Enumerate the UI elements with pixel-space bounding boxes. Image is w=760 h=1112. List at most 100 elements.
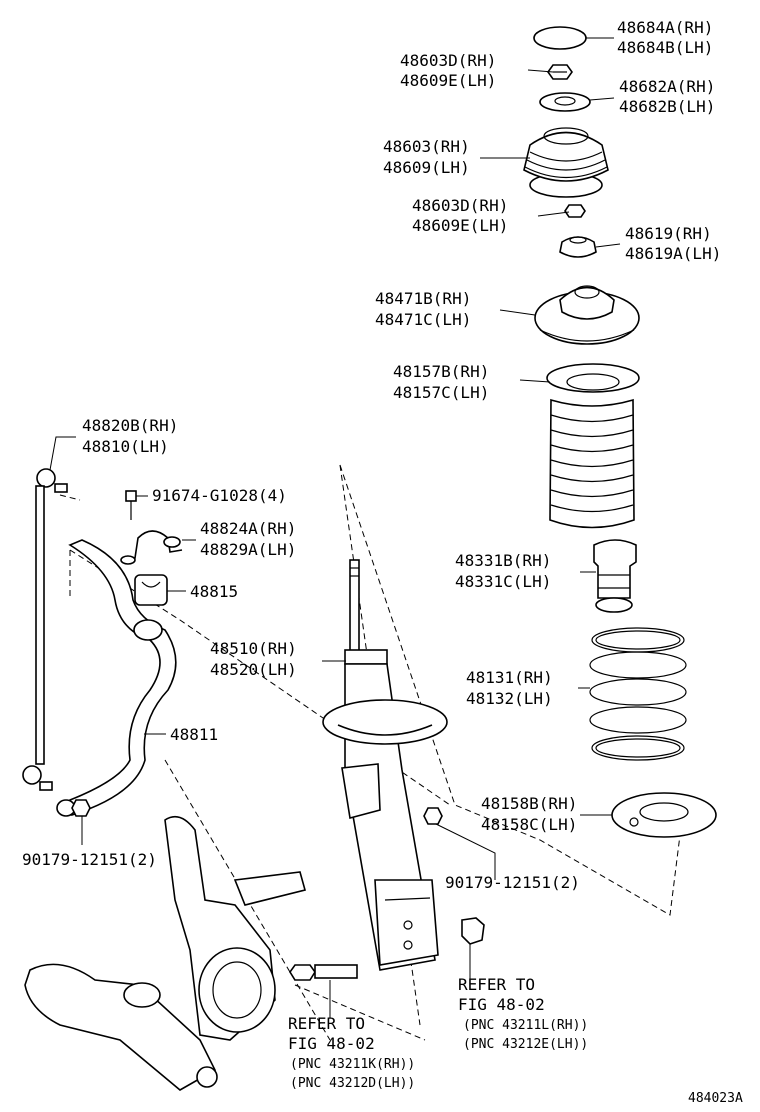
nut-90179-right[interactable] (423, 807, 443, 825)
svg-text:FIG 48-02: FIG 48-02 (458, 995, 545, 1014)
callout-48684: 48684A(RH) 48684B(LH) (617, 18, 713, 57)
callout-48131: 48131(RH) 48132(LH) (466, 668, 553, 708)
callout-line: 90179-12151(2) (445, 873, 580, 892)
spring-seat-48471[interactable] (534, 285, 640, 345)
knuckle-bolt (289, 964, 358, 981)
ref-line: REFER TO (288, 1014, 365, 1033)
figure-id-text: 484023A (688, 1091, 743, 1106)
svg-text:48510(RH): 48510(RH) (210, 639, 297, 658)
bumper-48619[interactable] (559, 236, 597, 258)
bolt-91674[interactable] (125, 490, 137, 520)
svg-text:48609(LH): 48609(LH) (383, 158, 470, 177)
svg-text:48682A(RH): 48682A(RH) (619, 77, 715, 96)
callout-48471: 48471B(RH) 48471C(LH) (375, 289, 471, 329)
callout-line: 48603D(RH) (412, 196, 508, 215)
callout-48158: 48158B(RH) 48158C(LH) (481, 794, 577, 834)
stabilizer-link-48820[interactable] (22, 468, 68, 791)
callout-line: 48824A(RH) (200, 519, 296, 538)
lock-nut-48603d-lower[interactable] (564, 204, 586, 218)
spring-insulator-48158[interactable] (611, 792, 717, 838)
callout-48820: 48820B(RH) 48810(LH) (82, 416, 178, 456)
bound-stopper-48331[interactable] (593, 539, 637, 613)
callout-91674: 91674-G1028(4) (152, 486, 287, 505)
shock-absorber-48510[interactable] (322, 559, 448, 971)
svg-text:48810(LH): 48810(LH) (82, 437, 169, 456)
svg-text:90179-12151(2): 90179-12151(2) (22, 850, 157, 869)
callout-line: 48471B(RH) (375, 289, 471, 308)
stabilizer-bar-48811[interactable] (56, 539, 177, 817)
svg-text:91674-G1028(4): 91674-G1028(4) (152, 486, 287, 505)
callout-48619: 48619(RH) 48619A(LH) (625, 224, 721, 263)
callout-line: 48820B(RH) (82, 416, 178, 435)
svg-text:48815: 48815 (190, 582, 238, 601)
svg-text:48157B(RH): 48157B(RH) (393, 362, 489, 381)
callout-line: 48815 (190, 582, 238, 601)
steering-knuckle (164, 815, 306, 1041)
ref-line: FIG 48-02 (458, 995, 545, 1014)
svg-text:48609E(LH): 48609E(LH) (412, 216, 508, 235)
callout-90179-right: 90179-12151(2) (445, 873, 580, 892)
svg-text:48603D(RH): 48603D(RH) (412, 196, 508, 215)
bracket-48824[interactable] (120, 530, 183, 565)
callout-line: 48158C(LH) (481, 815, 577, 834)
ref-line: (PNC 43211K(RH)) (290, 1057, 415, 1072)
bushing-48815[interactable] (134, 574, 168, 606)
ref-line: (PNC 43211L(RH)) (463, 1018, 588, 1033)
svg-text:48331B(RH): 48331B(RH) (455, 551, 551, 570)
svg-text:(PNC 43211L(RH)): (PNC 43211L(RH)) (463, 1018, 588, 1033)
svg-text:48603D(RH): 48603D(RH) (400, 51, 496, 70)
dust-boot-48157[interactable] (546, 363, 640, 529)
nut-90179-left[interactable] (71, 799, 91, 817)
svg-text:48682B(LH): 48682B(LH) (619, 97, 715, 116)
svg-text:48131(RH): 48131(RH) (466, 668, 553, 687)
svg-text:48331C(LH): 48331C(LH) (455, 572, 551, 591)
ref-line: (PNC 43212E(LH)) (463, 1037, 588, 1052)
svg-text:48619(RH): 48619(RH) (625, 224, 712, 243)
callout-line: 90179-12151(2) (22, 850, 157, 869)
callout-48824: 48824A(RH) 48829A(LH) (200, 519, 296, 559)
callout-48603d-top: 48603D(RH) 48609E(LH) (400, 51, 496, 90)
svg-text:48132(LH): 48132(LH) (466, 689, 553, 708)
callout-line: 48331B(RH) (455, 551, 551, 570)
svg-text:(PNC 43212D(LH)): (PNC 43212D(LH)) (290, 1076, 415, 1091)
callout-line: 48682A(RH) (619, 77, 715, 96)
callout-line: 48510(RH) (210, 639, 297, 658)
callout-line: 48684B(LH) (617, 38, 713, 57)
knuckle-nut (461, 917, 485, 945)
svg-text:REFER TO: REFER TO (458, 975, 535, 994)
svg-text:48157C(LH): 48157C(LH) (393, 383, 489, 402)
svg-text:90179-12151(2): 90179-12151(2) (445, 873, 580, 892)
ref-line: REFER TO (458, 975, 535, 994)
callout-line: 48603D(RH) (400, 51, 496, 70)
coil-spring-48131[interactable] (589, 627, 687, 761)
support-assy-48603[interactable] (523, 127, 609, 198)
svg-text:48829A(LH): 48829A(LH) (200, 540, 296, 559)
svg-text:48471C(LH): 48471C(LH) (375, 310, 471, 329)
reference-note-left: REFER TO FIG 48-02 (PNC 43211K(RH)) (PNC… (288, 1014, 415, 1091)
callout-line: 48603(RH) (383, 137, 470, 156)
callout-line: 48682B(LH) (619, 97, 715, 116)
figure-id: 484023A (688, 1091, 743, 1106)
washer-48682[interactable] (539, 92, 591, 112)
callout-line: 48619(RH) (625, 224, 712, 243)
lower-arm (24, 963, 218, 1091)
svg-text:48619A(LH): 48619A(LH) (625, 244, 721, 263)
callout-line: 48609E(LH) (400, 71, 496, 90)
leader-lines (49, 37, 621, 1018)
callout-line: 48471C(LH) (375, 310, 471, 329)
callout-48510: 48510(RH) 48520(LH) (210, 639, 297, 679)
svg-text:48471B(RH): 48471B(RH) (375, 289, 471, 308)
svg-text:48603(RH): 48603(RH) (383, 137, 470, 156)
callout-line: 91674-G1028(4) (152, 486, 287, 505)
svg-text:48824A(RH): 48824A(RH) (200, 519, 296, 538)
callout-48682: 48682A(RH) 48682B(LH) (619, 77, 715, 116)
dust-cap-48684[interactable] (533, 26, 587, 50)
callout-90179-left: 90179-12151(2) (22, 850, 157, 869)
callout-line: 48158B(RH) (481, 794, 577, 813)
callout-line: 48132(LH) (466, 689, 553, 708)
callout-48331: 48331B(RH) 48331C(LH) (455, 551, 551, 591)
svg-text:48811: 48811 (170, 725, 218, 744)
reference-note-right: REFER TO FIG 48-02 (PNC 43211L(RH)) (PNC… (458, 975, 588, 1052)
svg-text:48609E(LH): 48609E(LH) (400, 71, 496, 90)
